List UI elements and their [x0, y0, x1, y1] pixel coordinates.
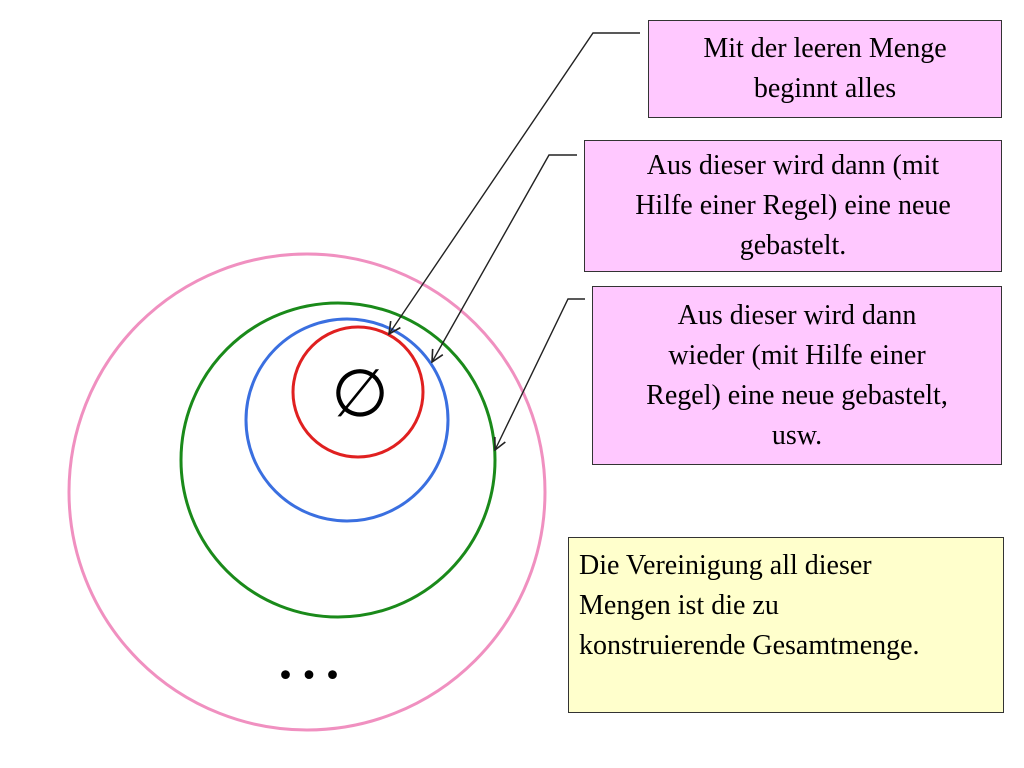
annotation-box-next-set: Aus dieser wird dann (mit Hilfe einer Re…	[584, 140, 1002, 272]
arrow-to-empty-set	[389, 32, 640, 334]
ellipsis-text: ...	[279, 630, 350, 690]
arrow-to-second-set	[432, 154, 577, 362]
summary-box: Die Vereinigung all dieser Mengen ist di…	[568, 537, 1004, 713]
empty-set-symbol: ∅	[331, 358, 389, 431]
outer-set-circle	[67, 252, 547, 732]
annotation-box-further-sets: Aus dieser wird dann wieder (mit Hilfe e…	[592, 286, 1002, 465]
annotation-box-empty-set: Mit der leeren Menge beginnt alles	[648, 20, 1002, 118]
empty-set-circle	[291, 325, 425, 459]
second-set-circle	[244, 317, 450, 523]
arrow-to-third-set	[495, 298, 585, 450]
third-set-circle	[179, 301, 497, 619]
